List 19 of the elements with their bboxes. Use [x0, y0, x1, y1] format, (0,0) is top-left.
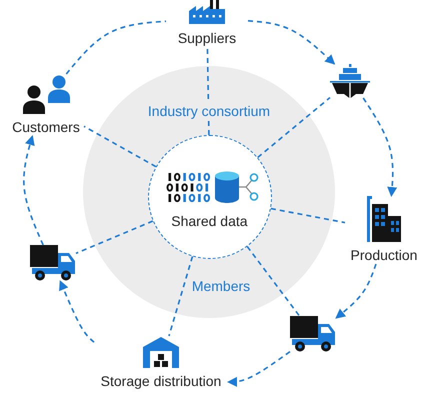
- dashed-arrow: [362, 98, 398, 197]
- node-label: Storage distribution: [100, 372, 222, 390]
- dashed-arrow: [59, 280, 94, 343]
- dashed-arrow: [23, 135, 44, 246]
- dashed-line: [246, 246, 300, 316]
- node-label: Customers: [12, 118, 80, 136]
- dashed-line: [257, 96, 331, 158]
- dashed-arrow: [248, 20, 336, 65]
- node-label: Shared data: [170, 212, 249, 230]
- dashed-line: [84, 126, 156, 168]
- dashed-arrow: [227, 350, 290, 387]
- node-label: Production: [350, 246, 418, 264]
- dashed-arrow: [335, 264, 377, 319]
- dashed-line: [168, 256, 194, 336]
- node-label: Suppliers: [178, 29, 236, 47]
- dashed-line: [270, 208, 346, 224]
- dashed-line: [76, 220, 154, 254]
- dashed-line: [66, 20, 166, 74]
- dashed-line: [206, 46, 210, 136]
